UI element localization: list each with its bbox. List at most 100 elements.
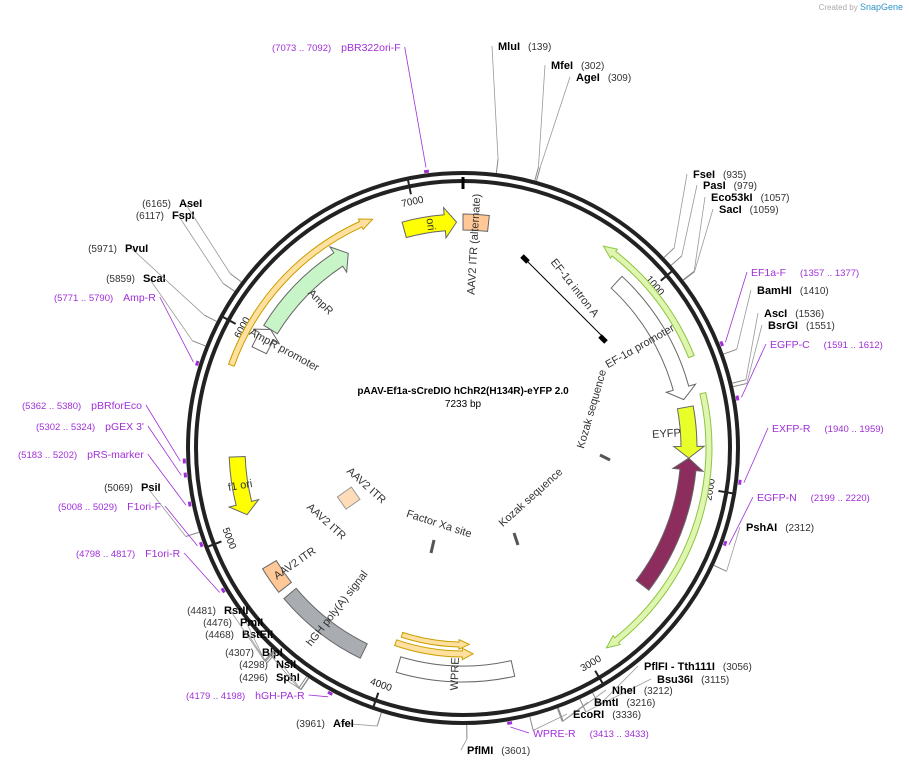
site-position: (5971) (88, 244, 117, 255)
primer-exfp-r[interactable]: EXFP-R(1940 .. 1959) (772, 423, 884, 435)
site-saci[interactable]: SacI(1059) (719, 204, 779, 216)
site-position: (6117) (136, 211, 164, 222)
site-position: (1059) (750, 205, 779, 216)
plasmid-name: pAAV-Ef1a-sCreDIO hChR2(H134R)-eYFP 2.0 (357, 386, 569, 397)
site-asei[interactable]: AseI(6165) (142, 198, 202, 210)
site-fspi[interactable]: FspI(6117) (136, 210, 195, 222)
site-position: (3115) (701, 675, 729, 686)
leader-tick (534, 166, 539, 181)
leader-tick (733, 383, 747, 388)
site-agei[interactable]: AgeI(309) (576, 72, 631, 84)
site-blpi[interactable]: BlpI(4307) (225, 647, 283, 659)
site-pflfi-tth111i[interactable]: PflFI - Tth111I(3056) (644, 661, 752, 673)
leader-tick (298, 676, 308, 689)
site-name: Eco53kI (711, 192, 753, 204)
site-name: MluI (498, 41, 520, 53)
site-psii[interactable]: PsiI(5069) (104, 482, 160, 494)
site-bsu36i[interactable]: Bsu36I(3115) (657, 674, 729, 686)
primer-leader (510, 726, 530, 734)
site-fsei[interactable]: FseI(935) (693, 169, 746, 181)
primer-name: EF1a-F (751, 267, 786, 279)
primer-name: F1ori-F (127, 501, 161, 513)
site-bsrgi[interactable]: BsrGI(1551) (768, 320, 835, 332)
leader-tick (229, 273, 242, 283)
leader-line (281, 663, 301, 690)
leader-tick (732, 379, 747, 384)
primer-leader (159, 296, 194, 363)
feature-eyfp (672, 405, 706, 459)
leader-tick (376, 712, 382, 727)
kozak-label-2: Kozak sequence (497, 466, 565, 529)
site-name: BstEII (242, 629, 273, 641)
primer-pbr322ori-f[interactable]: pBR322ori-F(7073 .. 7092) (272, 42, 401, 54)
site-afei[interactable]: AfeI(3961) (296, 718, 354, 730)
primer-name: Amp-R (123, 292, 156, 304)
leader-line (746, 324, 763, 384)
site-sphi[interactable]: SphI(4296) (239, 672, 300, 684)
site-eco53ki[interactable]: Eco53kI(1057) (711, 192, 790, 204)
primer-range: (2199 .. 2220) (811, 493, 870, 504)
primer-range: (5362 .. 5380) (22, 401, 81, 412)
site-bamhi[interactable]: BamHI(1410) (757, 285, 829, 297)
site-nsii[interactable]: NsiI(4298) (239, 659, 296, 671)
snapgene-logo: SnapGene (859, 2, 903, 12)
primer-range: (7073 .. 7092) (272, 43, 331, 54)
site-bsteii[interactable]: BstEII(4468) (205, 629, 273, 641)
site-position: (5859) (106, 274, 135, 285)
primer-amp-r[interactable]: Amp-R(5771 .. 5790) (54, 292, 156, 304)
primers: pBR322ori-F(7073 .. 7092) EF1a-F(1357 .. … (18, 42, 884, 740)
site-name: AscI (764, 308, 787, 320)
leader-tick (683, 271, 695, 281)
site-name: AfeI (333, 718, 354, 730)
site-pasi[interactable]: PasI(979) (703, 180, 757, 192)
primer-leader (183, 552, 220, 593)
tick-mark (406, 178, 412, 195)
site-position: (4307) (225, 648, 254, 659)
primer-egfp-n[interactable]: EGFP-N (2199 .. 2220) (757, 492, 870, 504)
site-asci[interactable]: AscI(1536) (764, 308, 824, 320)
site-pflmi[interactable]: PflMI(3601) (467, 745, 530, 757)
leader-line (148, 277, 193, 342)
primer-pgex-3[interactable]: pGEX 3'(5302 .. 5324) (36, 421, 144, 433)
primer-range: (1591 .. 1612) (824, 340, 883, 351)
site-pshai[interactable]: PshAI(2312) (746, 522, 814, 534)
site-mlui[interactable]: MluI(139) (498, 41, 551, 53)
leader-line (229, 609, 265, 661)
primer-prs-marker[interactable]: pRS-marker(5183 .. 5202) (18, 449, 144, 461)
leader-line (338, 722, 378, 727)
site-mfei[interactable]: MfeI(302) (551, 60, 604, 72)
primer-leader (741, 343, 767, 398)
primer-leader (147, 453, 187, 506)
site-name: BsrGI (768, 320, 798, 332)
primer-f1ori-r[interactable]: F1ori-R(4798 .. 4817) (76, 548, 181, 560)
primer-name: hGH-PA-R (255, 690, 305, 702)
primer-mark (187, 501, 192, 507)
primer-pbrforeco[interactable]: pBRforEco(5362 .. 5380) (22, 400, 142, 412)
primer-wpre-r[interactable]: WPRE-R(3413 .. 3433) (533, 728, 649, 740)
site-bmti[interactable]: BmtI(3216) (594, 697, 655, 709)
primer-hgh-pa-r[interactable]: hGH-PA-R(4179 .. 4198) (186, 690, 305, 702)
site-position: (6165) (142, 199, 171, 210)
site-scai[interactable]: ScaI(5859) (106, 273, 166, 285)
primer-ef1a-f[interactable]: EF1a-F(1357 .. 1377) (751, 267, 859, 279)
primer-mark (327, 690, 333, 696)
feature-label-wpre: WPRE (449, 657, 462, 690)
leader-line (598, 665, 639, 706)
site-position: (4298) (239, 660, 268, 671)
primer-name: EGFP-N (757, 492, 797, 504)
primer-leader (743, 427, 769, 483)
site-pmli[interactable]: PmlI(4476) (203, 617, 263, 629)
primer-f1ori-f[interactable]: F1ori-F(5008 .. 5029) (58, 501, 161, 513)
site-name: PflFI - Tth111I (644, 661, 715, 673)
feature-f1-ori (227, 455, 260, 516)
site-rsrii[interactable]: RsrII(4481) (187, 605, 248, 617)
leader-tick (663, 247, 675, 258)
site-nhei[interactable]: NheI(3212) (612, 685, 673, 697)
site-name: EcoRI (573, 709, 604, 721)
tick-mark (221, 315, 237, 325)
primer-egfp-c[interactable]: EGFP-C(1591 .. 1612) (770, 339, 883, 351)
site-ecori[interactable]: EcoRI(3336) (573, 709, 641, 721)
leader-tick (723, 348, 737, 355)
leader-tick (495, 159, 499, 174)
site-pvui[interactable]: PvuI(5971) (88, 243, 148, 255)
